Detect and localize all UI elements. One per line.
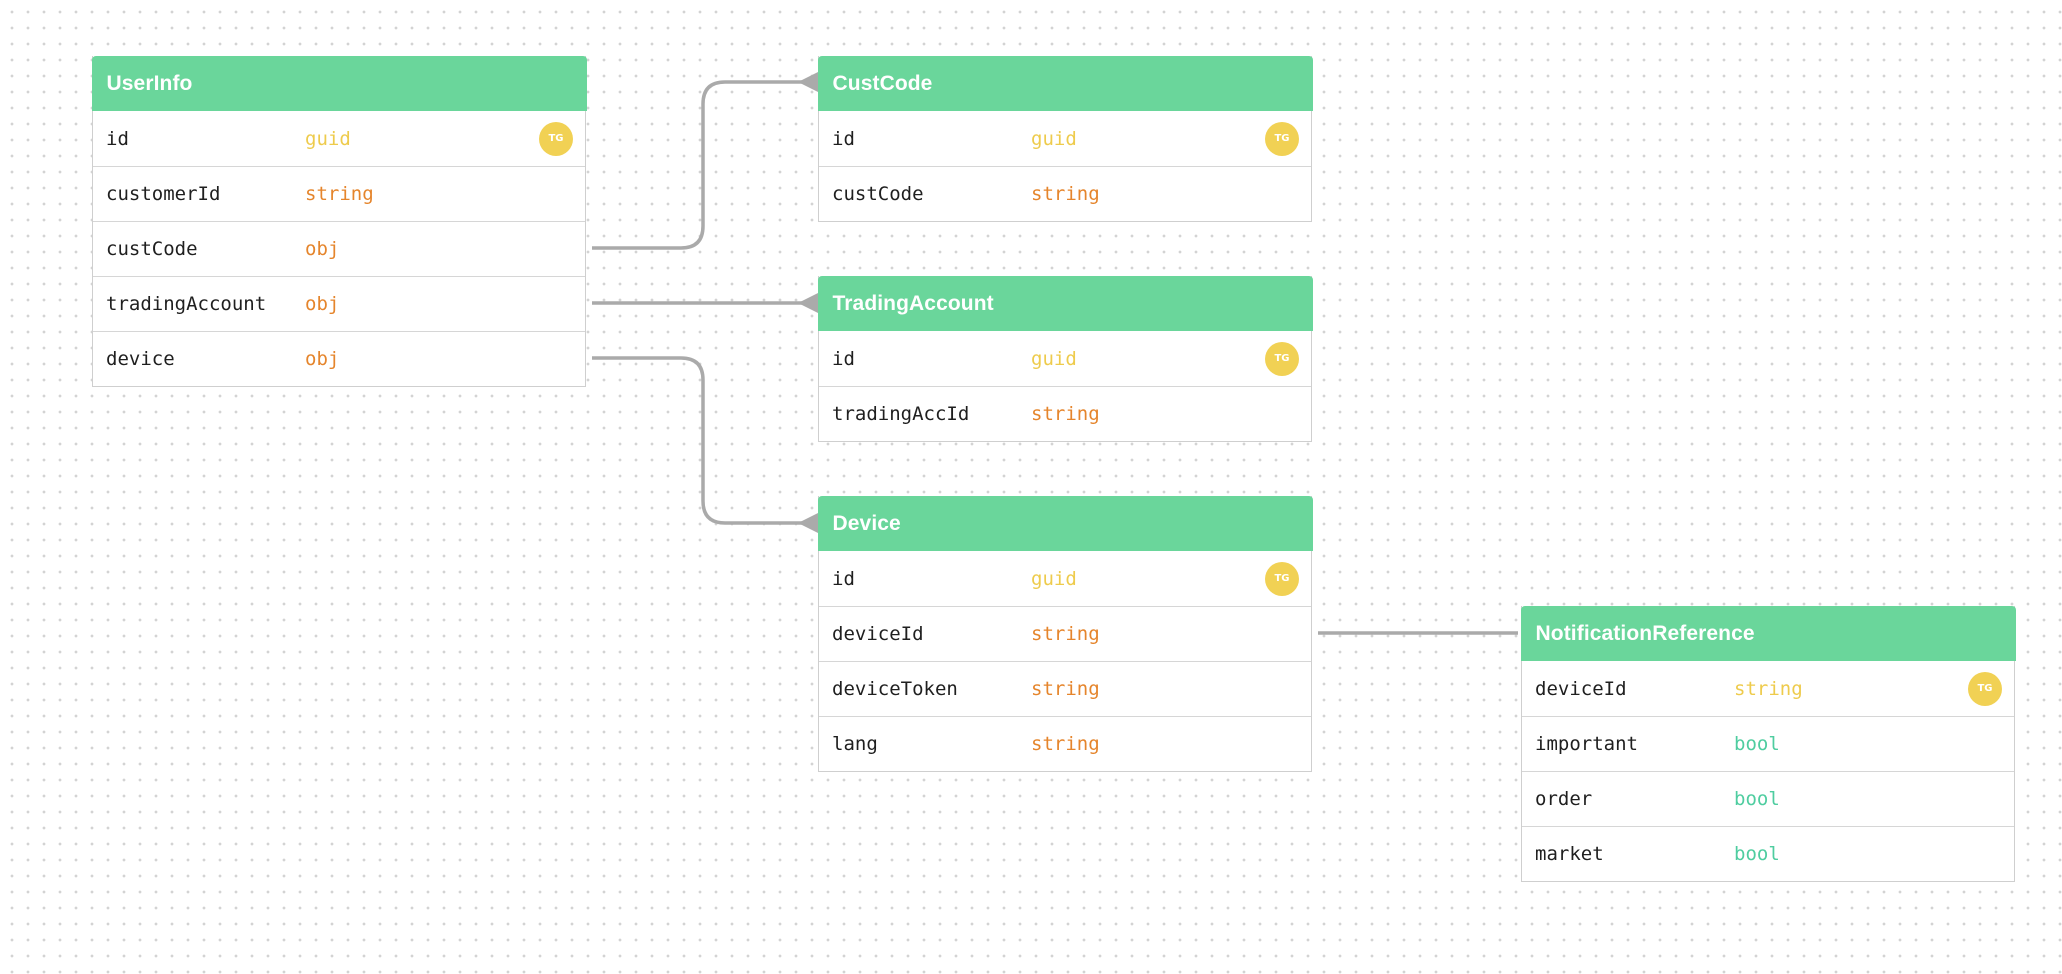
entity-title: TradingAccount <box>832 291 994 315</box>
field-name: tradingAccount <box>106 293 267 315</box>
field-row-device[interactable]: device obj <box>93 331 585 386</box>
field-name: order <box>1535 788 1593 810</box>
field-row-id[interactable]: id guid TG <box>819 551 1311 606</box>
entity-title: NotificationReference <box>1535 621 1755 645</box>
relation-arrow-device <box>798 513 818 533</box>
field-row-id[interactable]: id guid TG <box>819 331 1311 386</box>
field-name: important <box>1535 733 1638 755</box>
entity-notificationreference[interactable]: NotificationReference deviceId string TG… <box>1520 606 2016 882</box>
field-name: deviceId <box>832 623 924 645</box>
entity-header[interactable]: UserInfo <box>91 56 587 111</box>
field-type: string <box>1031 733 1100 755</box>
key-badge: TG <box>539 121 573 156</box>
field-name: customerId <box>106 183 221 205</box>
key-badge: TG <box>1265 561 1299 596</box>
field-row-tradingaccid[interactable]: tradingAccId string <box>819 386 1311 441</box>
field-type: obj <box>305 238 340 260</box>
field-type: guid <box>1031 127 1077 150</box>
field-name: id <box>106 127 129 150</box>
key-badge: TG <box>1968 671 2002 706</box>
entity-title: UserInfo <box>106 71 193 95</box>
entity-custcode[interactable]: CustCode id guid TG custCode string <box>817 56 1313 222</box>
entity-header[interactable]: NotificationReference <box>1520 606 2016 661</box>
field-name: custCode <box>106 238 198 260</box>
field-name: tradingAccId <box>832 403 970 425</box>
field-name: deviceToken <box>832 678 958 700</box>
field-name: id <box>832 347 855 370</box>
entity-header[interactable]: TradingAccount <box>817 276 1313 331</box>
entity-userinfo[interactable]: UserInfo id guid TG customerId string cu… <box>91 56 587 387</box>
entity-header[interactable]: CustCode <box>817 56 1313 111</box>
field-type: string <box>1031 183 1100 205</box>
field-type: string <box>1031 623 1100 645</box>
relation-line-userinfo-custcode <box>592 80 802 250</box>
field-row-deviceid[interactable]: deviceId string TG <box>1522 661 2014 716</box>
field-type: string <box>305 183 374 205</box>
key-badge: TG <box>1265 121 1299 156</box>
entity-device[interactable]: Device id guid TG deviceId string device… <box>817 496 1313 772</box>
entity-title: CustCode <box>832 71 933 95</box>
key-badge: TG <box>1265 341 1299 376</box>
field-row-important[interactable]: important bool <box>1522 716 2014 771</box>
field-row-market[interactable]: market bool <box>1522 826 2014 881</box>
field-type: guid <box>305 127 351 150</box>
relation-arrow-custcode <box>798 72 818 92</box>
field-row-id[interactable]: id guid TG <box>819 111 1311 166</box>
field-row-customerid[interactable]: customerId string <box>93 166 585 221</box>
field-row-tradingaccount[interactable]: tradingAccount obj <box>93 276 585 331</box>
entity-title: Device <box>832 511 901 535</box>
field-row-id[interactable]: id guid TG <box>93 111 585 166</box>
field-type: string <box>1031 403 1100 425</box>
field-row-devicetoken[interactable]: deviceToken string <box>819 661 1311 716</box>
entity-header[interactable]: Device <box>817 496 1313 551</box>
relation-line-userinfo-device <box>592 356 802 525</box>
field-name: custCode <box>832 183 924 205</box>
field-type: guid <box>1031 347 1077 370</box>
field-row-deviceid[interactable]: deviceId string <box>819 606 1311 661</box>
field-name: id <box>832 567 855 590</box>
field-type: guid <box>1031 567 1077 590</box>
field-name: market <box>1535 843 1604 865</box>
entity-tradingaccount[interactable]: TradingAccount id guid TG tradingAccId s… <box>817 276 1313 442</box>
field-name: lang <box>832 733 878 755</box>
field-name: id <box>832 127 855 150</box>
field-name: deviceId <box>1535 677 1627 700</box>
field-type: bool <box>1734 788 1780 810</box>
field-row-order[interactable]: order bool <box>1522 771 2014 826</box>
field-type: string <box>1734 677 1803 700</box>
field-row-custcode[interactable]: custCode string <box>819 166 1311 221</box>
field-name: device <box>106 348 175 370</box>
field-row-lang[interactable]: lang string <box>819 716 1311 771</box>
field-type: obj <box>305 293 340 315</box>
field-type: string <box>1031 678 1100 700</box>
field-row-custcode[interactable]: custCode obj <box>93 221 585 276</box>
relation-arrow-tradingaccount <box>798 293 818 313</box>
field-type: bool <box>1734 843 1780 865</box>
field-type: bool <box>1734 733 1780 755</box>
field-type: obj <box>305 348 340 370</box>
